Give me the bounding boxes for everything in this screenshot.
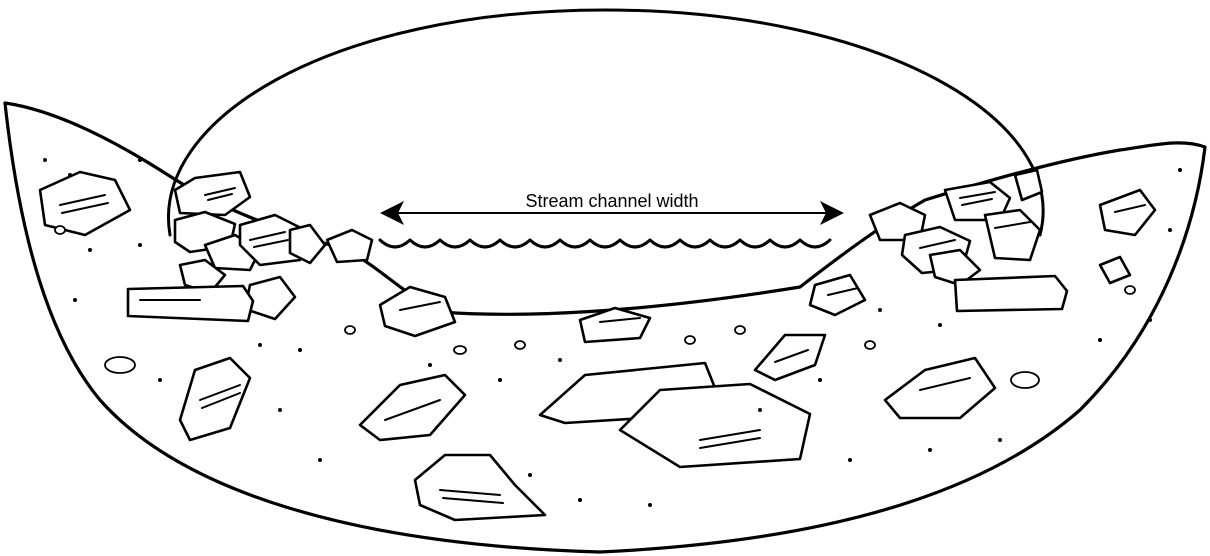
channel-width-label: Stream channel width — [525, 191, 698, 211]
water-surface — [380, 240, 830, 247]
